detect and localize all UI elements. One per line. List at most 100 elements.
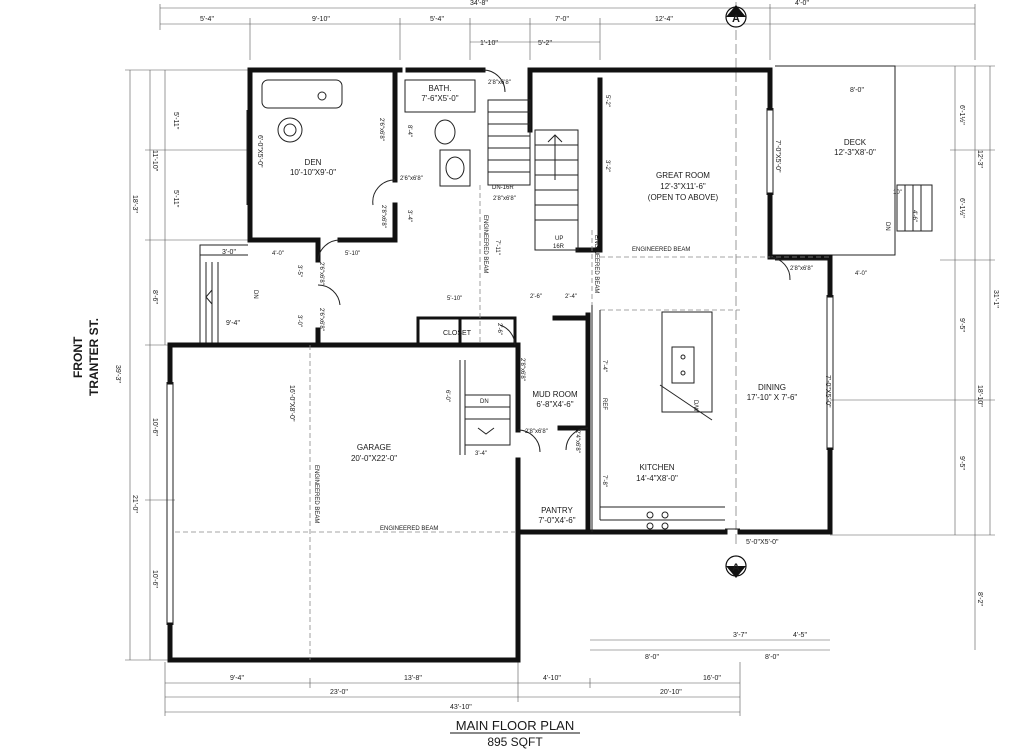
room-garage-size: 20'-0"X22'-0" — [351, 454, 397, 463]
room-closet-name: CLOSET — [443, 330, 472, 337]
stairs: UP 16R DN-16R — [487, 99, 579, 251]
dim-deck-depth: 8'-0" — [850, 87, 864, 94]
inner-v7: 7'-8" — [601, 475, 607, 487]
door-note-5: 2'8"x6'8" — [488, 80, 511, 86]
room-pantry-name: PANTRY — [541, 506, 573, 515]
dim-bottom-c: 4'-10" — [543, 675, 561, 682]
dim-top-b: 9'-10" — [312, 16, 330, 23]
room-great-size: 12'-3"X11'-6" — [660, 182, 706, 191]
ref-label: REF — [601, 398, 607, 410]
dim-left-e: 8'-6" — [151, 290, 158, 304]
stair-up-risers: 16R — [553, 244, 565, 250]
dim-bottom-f: 20'-10" — [660, 689, 682, 696]
dim-right-b: 12'-3" — [976, 150, 983, 168]
dim-left-d: 18'-3" — [131, 195, 138, 213]
dim-left-a: 5'-11" — [172, 112, 179, 130]
dim-right-f: 18'-10" — [976, 385, 983, 407]
dim-top-g: 5'-2" — [538, 40, 552, 47]
dim-overall-top: 34'-8" — [470, 0, 488, 7]
room-dining-name: DINING — [758, 383, 786, 392]
bottom-dimensions: 9'-4" 13'-8" 4'-10" 16'-0" 23'-0" 20'-10… — [164, 632, 830, 716]
dim-right-a: 6'-1½" — [958, 105, 966, 125]
dim-top-a: 5'-4" — [200, 16, 214, 23]
door-note-10: 2'8"x6'8" — [790, 266, 813, 272]
door-note-12: 2'4"x6'8" — [574, 430, 580, 453]
dim-right-g: 9'-5" — [958, 456, 965, 470]
dim-left-i: 10'-6" — [151, 570, 158, 588]
room-deck-name: DECK — [844, 138, 867, 147]
stair-up-label: UP — [555, 236, 563, 242]
inner-stair-w2: 2'-6" — [530, 294, 542, 300]
front-step-dn: DN — [252, 290, 258, 299]
inner-v2: 3'-4" — [406, 210, 412, 222]
door-note-4: 2'6"x6'8" — [318, 308, 324, 331]
inner-v6: 6'-0" — [444, 390, 450, 402]
room-great-note: (OPEN TO ABOVE) — [648, 193, 719, 202]
inner-s4: 3'-5" — [296, 265, 302, 277]
door-note-3: 2'6"x6'8" — [318, 262, 324, 285]
front-step-w2: 9'-4" — [226, 320, 240, 327]
door-note-9: 2'8"x6'8" — [525, 429, 548, 435]
dim-left-f: 39'-3" — [114, 365, 121, 383]
dim-bottom-a: 9'-4" — [230, 675, 244, 682]
deck-step-dn: DN — [884, 222, 890, 231]
window-deck-label: 7'-0"X5'-0" — [774, 140, 781, 173]
room-dining-size: 17'-10" X 7'-6" — [747, 393, 798, 402]
beam-label-garage-h: ENGINEERED BEAM — [380, 526, 438, 532]
dim-bottom-d: 16'-0" — [703, 675, 721, 682]
door-note-7: 2'8"x6'8" — [380, 205, 386, 228]
door-note-1: 2'6"x6'8" — [378, 118, 384, 141]
dim-bottom-g: 3'-7" — [733, 632, 747, 639]
room-pantry-size: 7'-0"X4'-6" — [538, 516, 575, 525]
dim-bottom-j: 8'-0" — [765, 654, 779, 661]
room-den-size: 10'-10"X9'-0" — [290, 168, 336, 177]
inner-hall2: 5'-10" — [345, 251, 360, 257]
right-dimensions: 6'-1½" 12'-3" 6'-1½" 9'-5" 31'-1" 18'-10… — [830, 65, 999, 650]
room-garage-name: GARAGE — [357, 443, 391, 452]
front-steps: DN 3'-0" 9'-4" — [199, 244, 258, 345]
dim-bottom-overall: 43'-10" — [450, 704, 472, 711]
room-bath-name: BATH. — [429, 84, 452, 93]
windows: 7'-0"X5'-0" 7'-0"X5'-0" 5'-0"X5'-0" 6'-0… — [166, 108, 834, 625]
dim-bottom-e: 23'-0" — [330, 689, 348, 696]
dim-top-f: 1'-10" — [480, 40, 498, 47]
beam-label-garage-v: ENGINEERED BEAM — [313, 465, 319, 523]
dim-bottom-h: 4'-5" — [793, 632, 807, 639]
stair-dn-label: DN-16R — [492, 185, 514, 191]
dim-left-b: 11'-10" — [151, 150, 158, 172]
inner-v3: 7'-11" — [494, 240, 500, 255]
dim-top-d: 7'-0" — [555, 16, 569, 23]
beam-lines: ENGINEERED BEAM ENGINEERED BEAM ENGINEER… — [175, 185, 830, 660]
inner-stair-w3: 2'-4" — [565, 294, 577, 300]
window-dining-label: 7'-0"X5'-0" — [824, 375, 831, 408]
room-bath-size: 7'-6"X5'-0" — [421, 94, 458, 103]
inner-s3: 3'-0" — [296, 315, 302, 327]
inner-hall: 4'-0" — [272, 251, 284, 257]
doors — [317, 69, 791, 453]
dim-top-e: 12'-4" — [655, 16, 673, 23]
inner-v5: 5'-2" — [604, 95, 610, 107]
section-label-top: A — [732, 13, 740, 25]
dw-label: D/W — [692, 400, 698, 412]
dim-bottom-b: 13'-8" — [404, 675, 422, 682]
inner-stair-w1: 5'-10" — [447, 296, 462, 302]
section-marker-bottom: A — [725, 555, 747, 578]
inner-v4: 3'-2" — [604, 160, 610, 172]
dim-bottom-i: 8'-0" — [645, 654, 659, 661]
room-den-name: DEN — [305, 158, 322, 167]
garage-step-dn: DN — [480, 399, 489, 405]
door-note-2: 2'6"x6'8" — [400, 176, 423, 182]
street-line1: FRONT — [71, 336, 85, 378]
door-note-11: 2'-6" — [496, 323, 502, 335]
dim-left-c: 5'-11" — [172, 190, 179, 208]
dim-left-h: 21'-0" — [131, 495, 138, 513]
section-marker-top: A — [725, 2, 747, 545]
room-kitchen-size: 14'-4"X8'-0" — [636, 474, 678, 483]
dim-right-c: 6'-1½" — [958, 198, 966, 218]
beam-label-stair: ENGINEERED BEAM — [593, 235, 599, 293]
door-note-6: 2'8"x6'8" — [493, 196, 516, 202]
plan-title-block: MAIN FLOOR PLAN 895 SQFT — [450, 718, 580, 749]
door-note-8: 2'8"x6'8" — [519, 358, 525, 381]
fixtures: REF D/W DN — [261, 79, 725, 532]
inner-mud1: 3'-4" — [475, 451, 487, 457]
